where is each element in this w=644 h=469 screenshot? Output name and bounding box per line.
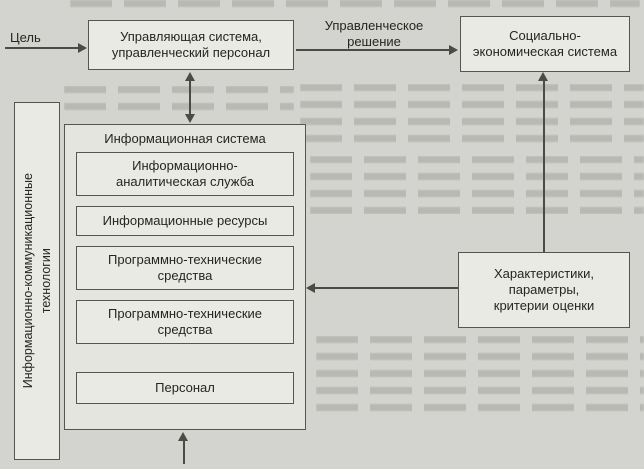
goal-arrow-line [5, 47, 79, 49]
bleed-through-text [70, 0, 640, 15]
feedback-double-arrow-line [189, 81, 191, 114]
goal-label: Цель [10, 30, 41, 45]
characteristics-to-socio-arrow-line [543, 81, 545, 252]
bleed-through-text [64, 86, 294, 116]
personnel-box: Персонал [76, 372, 294, 404]
characteristics-to-socio-arrowhead [538, 72, 548, 81]
goal-arrowhead [78, 43, 87, 53]
bleed-through-text [300, 84, 644, 146]
characteristics-to-info-arrowhead [306, 283, 315, 293]
software-hardware-box-2: Программно-технические средства [76, 300, 294, 344]
decision-arrowhead [449, 45, 458, 55]
socio-economic-system-box: Социально- экономическая система [460, 16, 630, 72]
information-resources-box: Информационные ресурсы [76, 206, 294, 236]
feedback-arrowhead-up [185, 72, 195, 81]
decision-label: Управленческое решение [324, 18, 424, 49]
info-analytical-service-box: Информационно- аналитическая служба [76, 152, 294, 196]
information-system-title: Информационная система [104, 131, 266, 146]
ict-box: Информационно-коммуникационные технологи… [14, 102, 60, 460]
characteristics-box: Характеристики, параметры, критерии оцен… [458, 252, 630, 328]
ict-label: Информационно-коммуникационные технологи… [20, 173, 53, 389]
bleed-through-text [316, 336, 644, 420]
managing-system-box: Управляющая система, управленческий перс… [88, 20, 294, 70]
feedback-arrowhead-down [185, 114, 195, 123]
bottom-input-arrow-line [183, 441, 185, 464]
bottom-input-arrowhead [178, 432, 188, 441]
software-hardware-box-1: Программно-технические средства [76, 246, 294, 290]
bleed-through-text [310, 156, 644, 214]
decision-arrow-line [296, 49, 449, 51]
characteristics-to-info-arrow-line [314, 287, 458, 289]
